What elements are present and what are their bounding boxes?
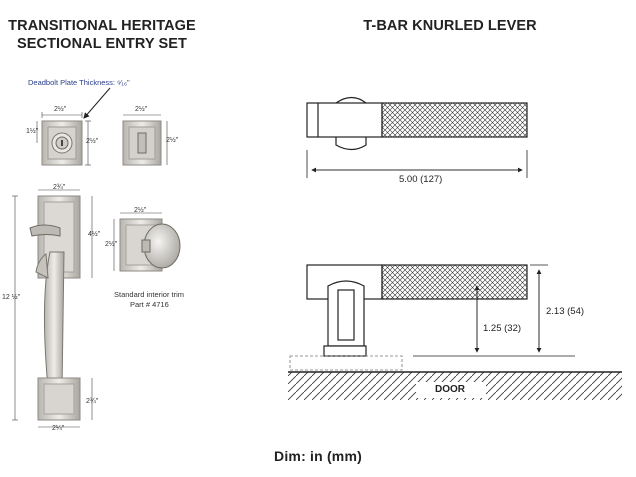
entry-set-title-line1: TRANSITIONAL HERITAGE [8,18,196,34]
lever-top-view [306,96,528,151]
knob-trim [119,218,181,272]
length-dimension-line [306,150,528,178]
knob-width-label: 2½" [134,207,147,214]
interior-deadbolt-plate [122,120,162,166]
deadbolt-thickness-note: Deadbolt Plate Thickness: ⁶⁄₁₆" [28,78,130,87]
deadbolt-dimension-lines [36,112,91,166]
deadbolt-plate [41,120,83,166]
interior-plate-width-label: 2½" [135,106,148,113]
height-dimension-label: 1.25 (32) [483,323,522,334]
handleset [29,195,81,421]
interior-plate-height-label: 2½" [166,137,179,144]
deadbolt-height-label: 2½" [86,138,99,145]
side-dimension-lines [413,264,575,357]
projection-dimension-label: 2.13 (54) [546,306,585,317]
entry-set-title: TRANSITIONAL HERITAGE SECTIONAL ENTRY SE… [6,17,198,53]
deadbolt-hole-label: 1½" [26,128,39,135]
trim-note-line2: Part # 4716 [130,300,169,309]
knob-height-label: 2½" [105,241,118,248]
knob-dimension-lines [113,212,162,271]
handle-top-width-label: 2¾" [53,184,66,191]
door-surface [288,371,622,400]
interior-plate-dimension-lines [123,114,168,165]
trim-note-line1: Standard interior trim [114,290,185,299]
handle-bottom-width-label: 2¼" [52,425,65,432]
handle-bottom-height-label: 2¾" [86,398,99,405]
length-dimension-label: 5.00 (127) [399,174,443,185]
door-label: DOOR [435,384,465,395]
deadbolt-width-label: 2½" [54,106,67,113]
handle-total-height-label: 12 ½" [2,294,21,301]
lever-title: T-BAR KNURLED LEVER [363,18,537,34]
lever-side-view [306,264,528,357]
dimension-units-footer: Dim: in (mm) [274,448,362,464]
deadbolt-note-leader [83,87,111,119]
entry-set-title-line2: SECTIONAL ENTRY SET [16,36,188,52]
handle-top-height-label: 4½" [88,231,101,238]
handleset-dimension-lines [12,189,93,428]
rose-outline-dashed [289,355,403,371]
